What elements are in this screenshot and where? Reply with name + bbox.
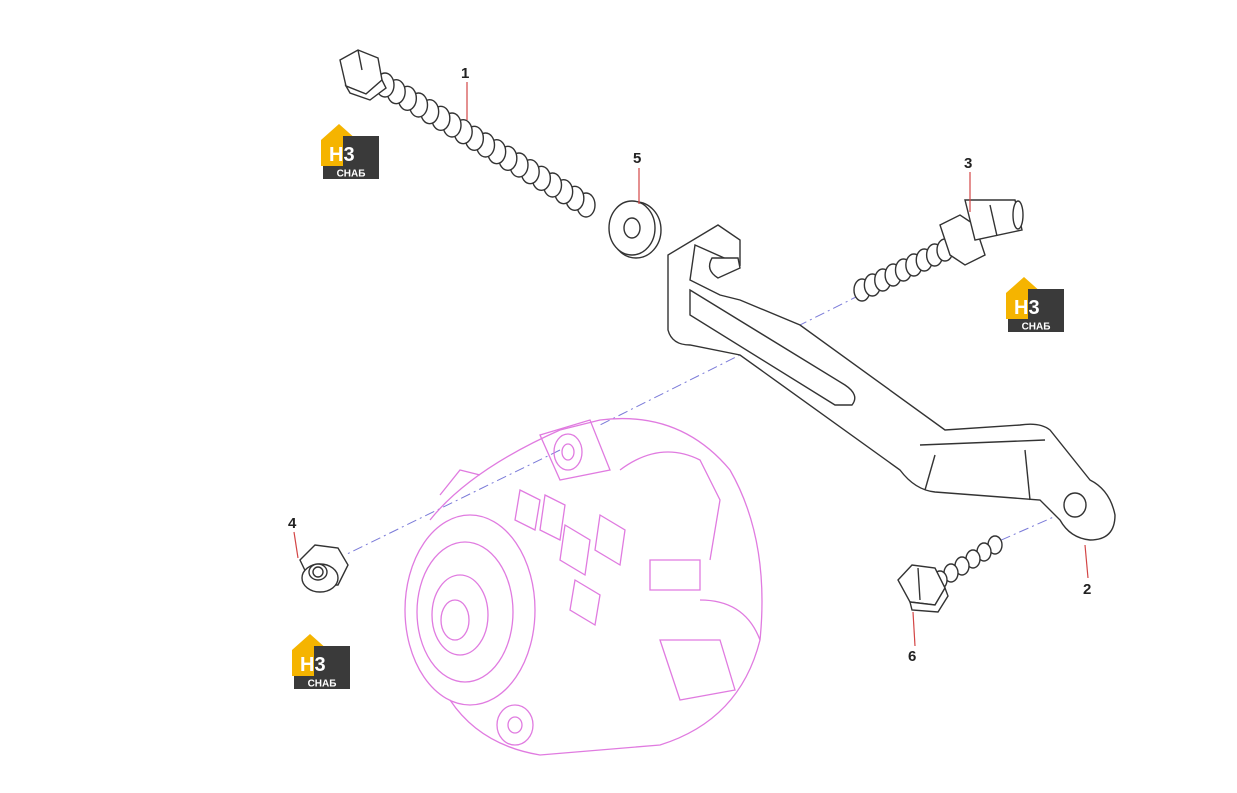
leader-lines	[293, 82, 1089, 647]
logo-badge-text: H3	[329, 144, 355, 166]
callout-4: 4	[288, 515, 297, 532]
callouts: 1 2 3 4 5 6	[288, 65, 1091, 665]
part-1-bolt	[339, 49, 596, 218]
alternator	[404, 417, 763, 756]
callout-6: 6	[908, 648, 916, 665]
callout-3: 3	[964, 155, 972, 172]
part-3-stud	[853, 199, 1024, 302]
part-2-bracket	[667, 224, 1116, 541]
logo-caption-text: СНАБ	[1022, 322, 1051, 333]
logo-badge-text: H3	[300, 654, 326, 676]
logo-caption-text: СНАБ	[308, 679, 337, 690]
part-6-bolt	[897, 535, 1003, 613]
part-4-nut	[299, 544, 349, 593]
logo-caption-text: СНАБ	[337, 169, 366, 180]
logo-badge-text: H3	[1014, 297, 1040, 319]
callout-1: 1	[461, 65, 469, 82]
callout-2: 2	[1083, 581, 1091, 598]
part-5-washer	[608, 200, 662, 259]
centerlines	[344, 294, 1066, 556]
callout-5: 5	[633, 150, 641, 167]
